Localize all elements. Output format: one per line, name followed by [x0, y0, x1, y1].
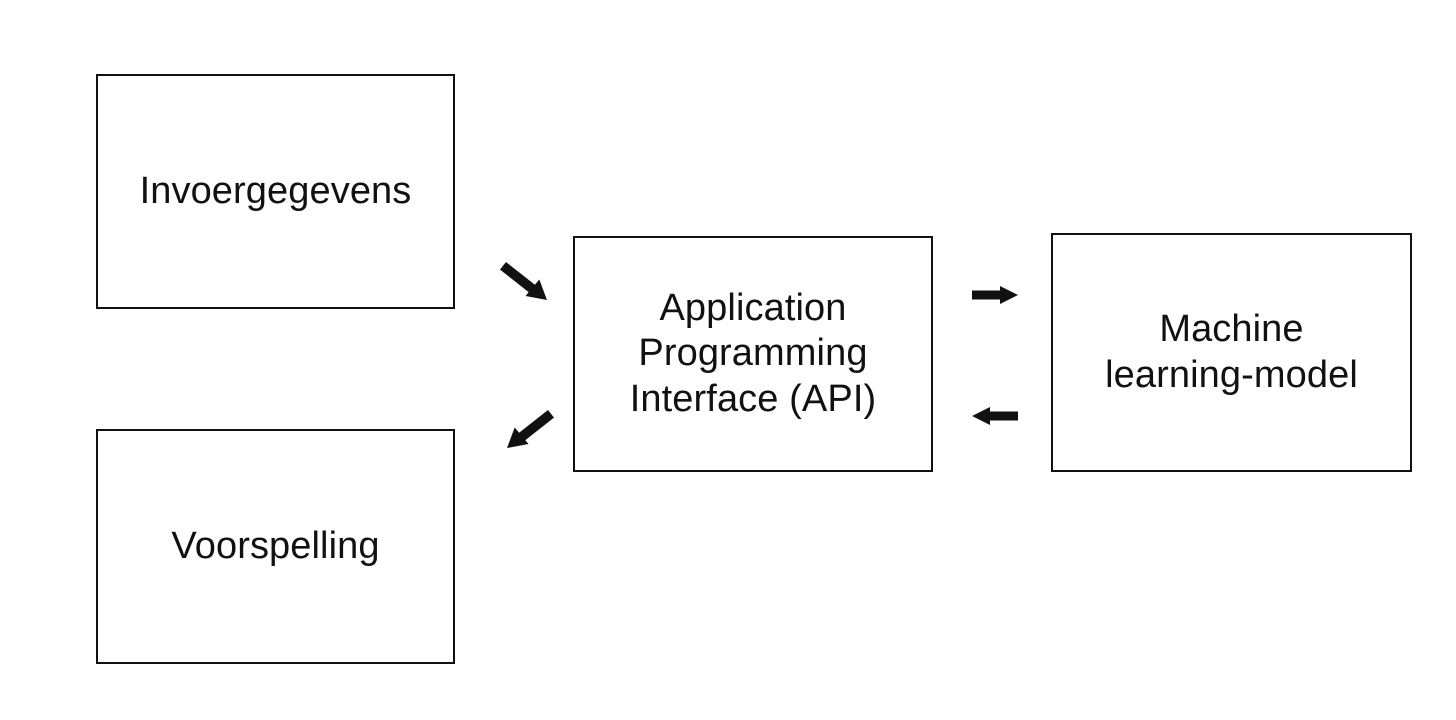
node-machine-learning-model[interactable]: Machine learning-model	[1051, 233, 1412, 472]
arrow-down-left-icon	[507, 410, 554, 448]
arrow-left-icon	[972, 407, 1018, 425]
arrow-down-right-icon	[500, 262, 547, 300]
node-invoergegevens-label: Invoergegevens	[139, 169, 412, 212]
arrow-right-icon	[972, 286, 1018, 304]
node-voorspelling[interactable]: Voorspelling	[96, 429, 455, 664]
node-invoergegevens[interactable]: Invoergegevens	[96, 74, 455, 309]
node-machine-learning-model-label: Machine learning-model	[1105, 308, 1358, 396]
node-api-label: Application Programming Interface (API)	[629, 287, 877, 420]
node-api[interactable]: Application Programming Interface (API)	[573, 236, 933, 472]
node-voorspelling-label: Voorspelling	[171, 524, 380, 567]
